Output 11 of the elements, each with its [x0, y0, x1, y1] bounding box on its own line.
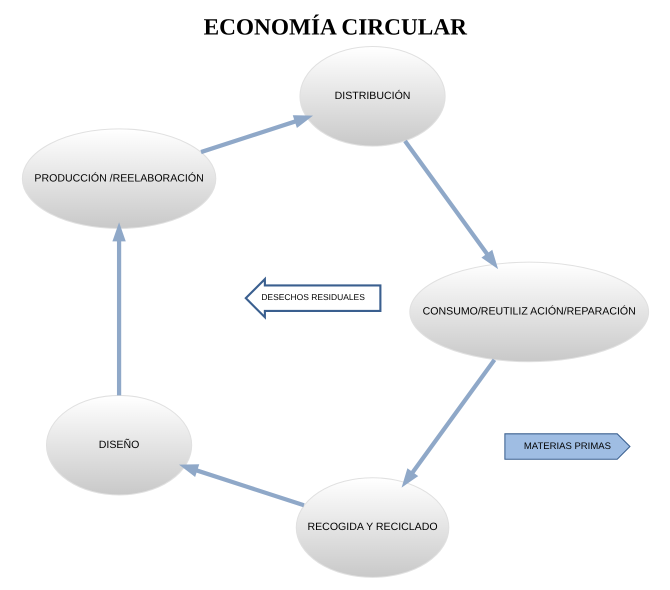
diagram-title: ECONOMÍA CIRCULAR [203, 14, 466, 40]
arrow [178, 464, 304, 508]
arrow [112, 222, 126, 396]
node-ellipse: PRODUCCIÓN /REELABORACIÓN [21, 128, 216, 230]
arrow [402, 140, 498, 270]
node-ellipse: RECOGIDA Y RECICLADO [295, 477, 449, 578]
node-ellipse: DISEÑO [45, 394, 192, 496]
arrow [401, 358, 496, 488]
arrow [200, 115, 313, 154]
node-ellipse: CONSUMO/REUTILIZ ACIÓN/REPARACIÓN [408, 262, 649, 362]
node-ellipse: DISTRIBUCIÓN [298, 46, 446, 147]
